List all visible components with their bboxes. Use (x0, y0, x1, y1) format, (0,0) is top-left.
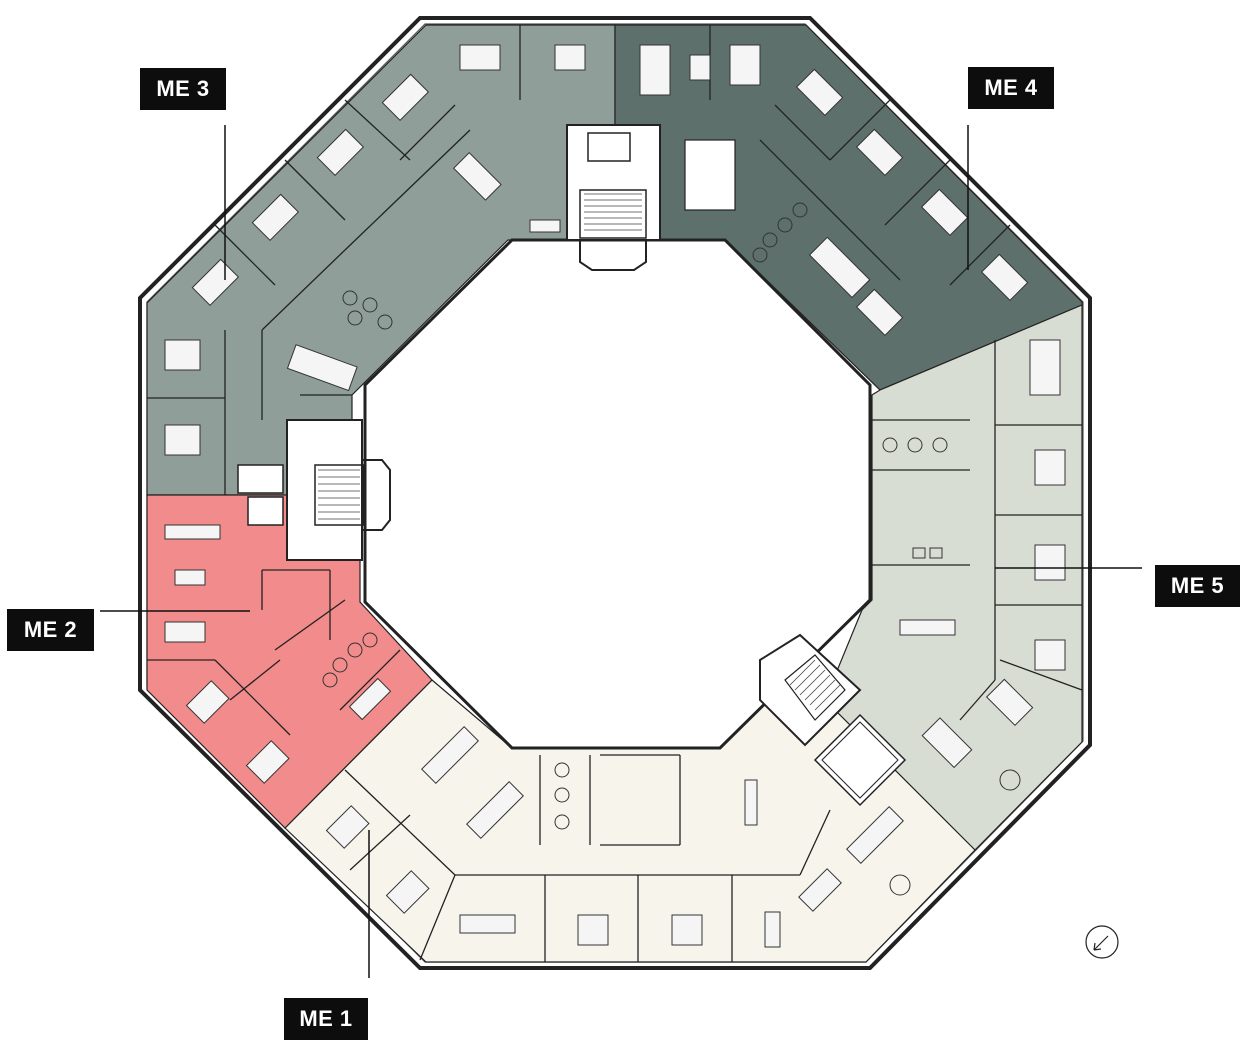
unit-label-me1: ME 1 (284, 998, 368, 1040)
courtyard (363, 238, 872, 750)
unit-label-me5: ME 5 (1155, 565, 1240, 607)
unit-label-me4: ME 4 (968, 67, 1054, 109)
core-north (566, 124, 661, 241)
unit-label-me3: ME 3 (140, 68, 226, 110)
unit-label-me2: ME 2 (7, 609, 94, 651)
core-southeast (759, 633, 862, 747)
core-west (286, 419, 363, 561)
north-arrow-icon (1085, 925, 1119, 959)
